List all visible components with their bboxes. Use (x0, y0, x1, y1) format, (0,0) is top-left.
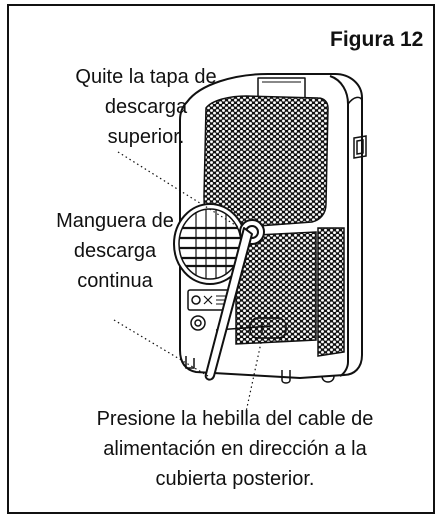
callout-cable-buckle-line-2: alimentación en dirección a la (103, 438, 367, 460)
callout-top-cover: Quite la tapa de descarga superior. (24, 62, 268, 152)
leader-lines (113, 151, 263, 413)
figure-title: Figura 12 (330, 28, 424, 51)
feet-wheels (185, 356, 335, 384)
callout-top-cover-line-3: superior. (107, 126, 185, 148)
callout-top-cover-line-2: descarga (104, 96, 188, 118)
callout-hose-line-2: descarga (73, 240, 157, 262)
callout-cable-buckle-line-1: Presione la hebilla del cable de (96, 408, 374, 430)
callout-cable-buckle: Presione la hebilla del cable de aliment… (75, 404, 395, 494)
lower-grille (235, 227, 345, 357)
drain-hose (204, 227, 253, 381)
callout-hose: Manguera de descarga continua (22, 206, 208, 296)
side-handle (353, 135, 367, 159)
callout-hose-line-1: Manguera de (56, 210, 174, 232)
callout-hose-line-3: continua (77, 270, 153, 292)
callout-cable-buckle-line-3: cubierta posterior. (155, 468, 315, 490)
callout-top-cover-line-1: Quite la tapa de (75, 66, 217, 88)
